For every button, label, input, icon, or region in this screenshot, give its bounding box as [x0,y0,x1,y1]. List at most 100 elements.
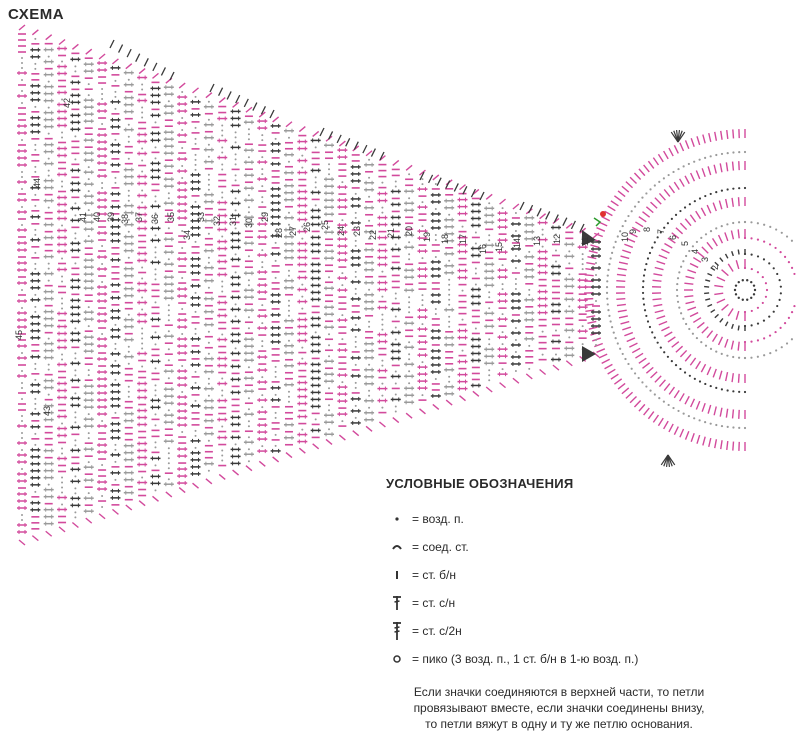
motif-stitch [635,221,644,228]
motif-stitch [715,350,718,353]
panel-stitch [368,320,371,323]
panel-stitch [21,224,23,226]
panel-stitch [221,124,224,127]
motif-stitch [658,379,666,388]
panel-edge [245,106,253,113]
panel-stitch [581,263,584,266]
panel-stitch [87,374,90,377]
row-label: 44 [32,178,42,188]
panel-stitch [514,229,517,232]
panel-stitch [247,206,250,209]
panel-stitch [141,83,144,86]
panel-stitch [221,285,224,288]
panel-stitch [448,380,451,383]
row-label: 34 [182,230,192,240]
panel-stitch [595,300,597,302]
panel-stitch [114,181,117,184]
panel-stitch [141,201,144,204]
motif-stitch [752,293,756,296]
panel-stitch [21,57,23,59]
motif-stitch [717,336,724,346]
motif-stitch [761,301,764,305]
motif-stitch [672,170,675,174]
panel-edge [432,174,440,181]
panel-stitch [101,245,104,248]
panel-stitch [448,259,451,262]
panel-edge [345,137,351,147]
panel-stitch [154,212,157,215]
panel-stitch [274,433,277,436]
motif-stitch [743,150,747,154]
panel-stitch [261,156,264,159]
motif-stitch [779,285,782,288]
panel-stitch [221,377,224,380]
motif-stitch [622,249,632,254]
panel-stitch [408,306,411,309]
motif-stitch [609,320,612,323]
panel-stitch [368,363,371,366]
motif-stitch [726,389,729,392]
panel-stitch [328,226,331,229]
motif-stitch [667,336,676,343]
panel-stitch [194,370,197,373]
panel-stitch [127,189,130,192]
panel-stitch [354,275,357,278]
motif-stitch [619,347,622,350]
panel-stitch [141,88,144,91]
panel-edge [152,62,158,72]
panel-stitch [381,313,384,316]
panel-stitch [141,147,144,150]
panel-stitch [21,171,23,173]
panel-stitch [21,370,23,372]
motif-stitch [606,280,609,283]
panel-stitch [154,331,157,334]
motif-stitch [718,370,723,380]
motif-stitch [678,393,685,402]
row-label: 42 [62,98,72,108]
motif-stitch [630,210,633,213]
motif-stitch [707,303,713,308]
motif-stitch [678,271,681,274]
panel-stitch [74,411,77,414]
panel-edge [138,500,146,507]
panel-stitch [554,260,557,263]
motif-stitch [706,330,714,339]
slip-stitch-icon [386,536,408,558]
motif-stitch [750,356,753,359]
panel-stitch [74,202,77,205]
panel-edge [462,185,468,195]
motif-stitch [629,176,637,185]
motif-stitch [707,404,712,414]
panel-stitch [221,280,224,283]
panel-stitch [127,385,130,388]
panel-stitch [154,256,157,259]
panel-stitch [114,359,117,362]
motif-stitch [737,197,740,207]
motif-stitch [682,260,685,263]
motif-stitch [663,351,666,354]
panel-stitch [221,151,224,154]
motif-stitch [700,236,703,240]
panel-edge [545,211,551,220]
panel-stitch [61,60,64,63]
panel-stitch [341,381,344,384]
panel-stitch [167,409,170,412]
panel-stitch [394,370,397,373]
panel-stitch [488,307,491,310]
panel-edge [178,82,186,89]
motif-stitch [652,157,660,166]
motif-stitch [704,194,707,198]
panel-stitch [301,346,304,349]
motif-stitch [679,222,688,231]
page-title: СХЕМА [8,6,65,23]
panel-stitch [47,363,50,366]
panel-stitch [21,188,23,190]
motif-stitch [668,386,676,395]
motif-stitch [633,372,637,375]
panel-stitch [261,340,264,343]
panel-stitch [181,431,184,434]
panel-stitch [221,129,224,132]
panel-stitch [501,343,504,346]
motif-stitch [684,282,694,285]
motif-stitch [705,298,711,301]
